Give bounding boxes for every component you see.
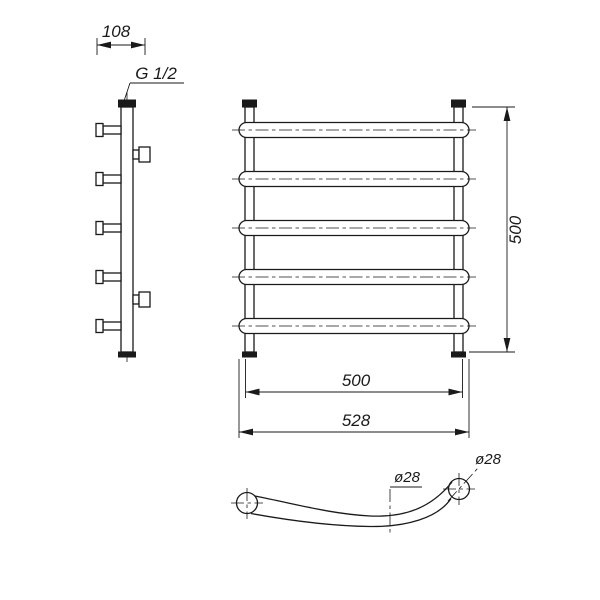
detail-tube-upper-line xyxy=(254,481,453,517)
towel-bar xyxy=(232,219,476,237)
dimension-width-500: 500 xyxy=(245,359,463,398)
dim-label-width-528: 528 xyxy=(342,411,371,430)
bracket xyxy=(95,220,122,236)
bracket xyxy=(95,171,122,187)
towel-bar xyxy=(232,317,476,335)
front-right-top-cap xyxy=(451,99,466,108)
front-view-bars xyxy=(232,121,476,335)
dimension-108: 108 xyxy=(96,22,146,55)
dimension-diameter-mid: ø28 xyxy=(389,469,422,536)
side-view: 108 G 1/2 xyxy=(95,22,184,362)
side-view-brackets xyxy=(95,122,122,334)
dim-label-diameter-end: ø28 xyxy=(475,451,502,468)
side-view-top-cap xyxy=(118,99,136,108)
bracket xyxy=(95,269,122,285)
front-left-top-cap xyxy=(242,99,257,108)
dimension-height-500: 500 xyxy=(469,106,525,353)
side-view-valves xyxy=(132,146,151,308)
valve-fitting xyxy=(132,146,151,163)
towel-bar xyxy=(232,121,476,139)
front-left-foot xyxy=(242,351,257,358)
thread-label: G 1/2 xyxy=(123,64,184,102)
detail-tube-lower-line xyxy=(250,498,452,528)
detail-view-curved-bar: ø28 ø28 xyxy=(231,451,502,536)
valve-fitting xyxy=(132,291,151,308)
bracket xyxy=(95,122,122,138)
front-view: 500 500 528 xyxy=(232,99,525,438)
thread-label-text: G 1/2 xyxy=(135,64,177,83)
towel-bar xyxy=(232,170,476,188)
dim-label-diameter-mid: ø28 xyxy=(394,469,421,486)
front-right-foot xyxy=(451,351,466,358)
dimension-diameter-end: ø28 xyxy=(447,451,502,502)
dim-label-width-500: 500 xyxy=(342,371,371,390)
side-view-bottom-cap xyxy=(118,351,136,358)
dim-label-height-500: 500 xyxy=(506,215,525,244)
bracket xyxy=(95,318,122,334)
dimension-width-528: 528 xyxy=(238,359,470,438)
towel-bar xyxy=(232,268,476,286)
side-view-pipe xyxy=(120,106,134,353)
dim-label-108: 108 xyxy=(102,22,131,41)
